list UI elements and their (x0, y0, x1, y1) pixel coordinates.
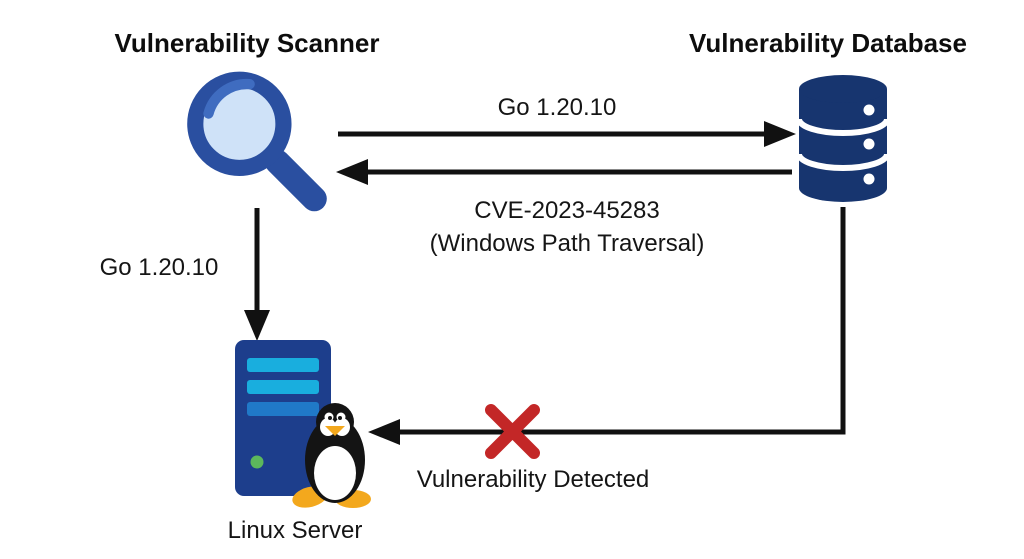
arrow-database-to-scanner (336, 159, 792, 185)
server-label: Linux Server (227, 517, 363, 544)
label-cve-detail: (Windows Path Traversal) (429, 230, 705, 257)
arrow-scanner-to-server (244, 208, 270, 341)
arrow-scanner-to-database (338, 121, 796, 147)
arrow-database-to-server (368, 207, 846, 445)
label-go-version-left: Go 1.20.10 (99, 254, 219, 281)
label-go-version-top: Go 1.20.10 (497, 94, 617, 121)
scanner-title: Vulnerability Scanner (114, 28, 380, 58)
label-cve-block: CVE-2023-45283 (Windows Path Traversal) (430, 194, 705, 260)
tux-penguin-icon (292, 403, 371, 508)
magnifier-icon (187, 71, 327, 212)
database-title: Vulnerability Database (689, 28, 967, 58)
database-icon (796, 75, 890, 202)
red-x-icon (485, 404, 540, 459)
label-vulnerability-detected: Vulnerability Detected (416, 466, 650, 493)
label-cve-id: CVE-2023-45283 (474, 197, 660, 224)
